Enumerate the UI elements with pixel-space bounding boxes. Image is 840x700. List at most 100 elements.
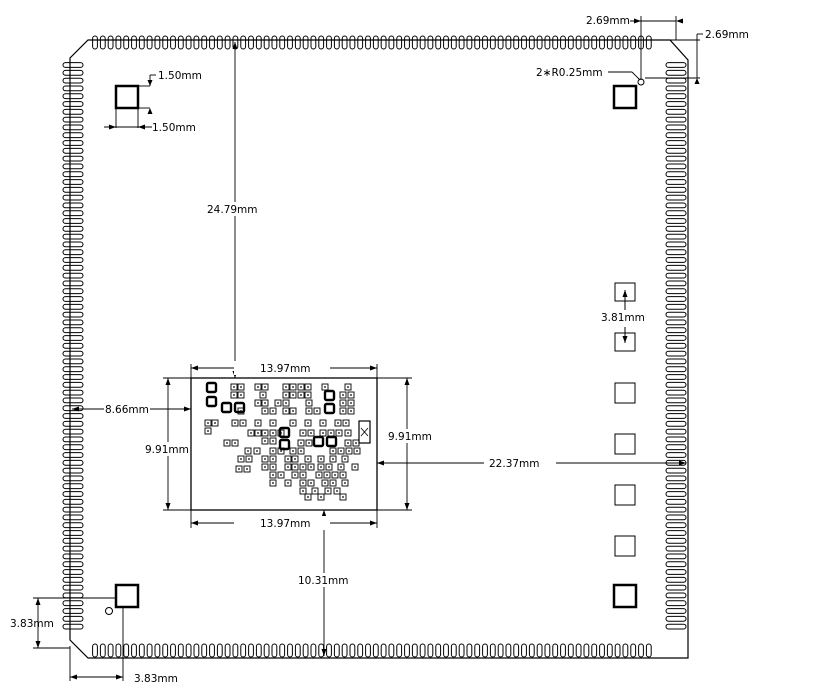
chip-pad-dot-40 (272, 422, 274, 424)
pin-top-27 (302, 35, 309, 50)
pin-bottom-53 (505, 643, 512, 658)
pin-left-29 (62, 288, 84, 295)
pin-bottom-13 (193, 643, 200, 658)
pin-left-50 (62, 452, 84, 458)
dim-label-board-top-to-chip: 24.79mm (207, 204, 258, 216)
chip-pad-97 (243, 465, 251, 473)
pin-left-62 (62, 545, 84, 552)
pin-left-67 (62, 584, 84, 591)
pin-top-26 (294, 35, 301, 50)
pin-left-9 (62, 132, 84, 139)
chip-pad-dot-50 (272, 432, 274, 434)
pin-left-51 (62, 459, 84, 466)
board-outline (69, 39, 689, 659)
chip-pad-dot-92 (320, 466, 322, 468)
pin-bottom-14 (201, 643, 208, 658)
pin-right-61 (665, 537, 687, 544)
pin-bottom-59 (552, 643, 559, 658)
pin-top-11 (177, 35, 184, 50)
pin-top-34 (357, 35, 364, 50)
pin-top-55 (521, 35, 527, 50)
chip-pad-dot-93 (328, 466, 330, 468)
pin-bottom-69 (630, 643, 637, 658)
chip-pad-dot-101 (302, 474, 304, 476)
pin-left-64 (62, 561, 84, 568)
pin-right-4 (665, 93, 687, 100)
chip-pad-5 (289, 383, 297, 391)
pin-left-21 (62, 225, 84, 232)
pin-top-30 (326, 35, 332, 50)
pin-left-68 (62, 592, 84, 599)
pin-top-63 (583, 35, 590, 50)
pin-right-44 (665, 405, 687, 412)
pin-top-15 (209, 35, 215, 50)
chip-pad-52 (299, 429, 307, 437)
pin-left-23 (62, 241, 84, 248)
pin-left-27 (62, 272, 84, 279)
pin-left-69 (62, 600, 84, 607)
chip-pad-101 (299, 471, 307, 479)
chip-pad-64 (344, 439, 352, 447)
pin-left-15 (62, 179, 84, 185)
chip-pad-dot-87 (272, 466, 274, 468)
chip-pad-4 (282, 383, 290, 391)
pin-bottom-5 (131, 643, 137, 658)
pin-row-bottom (92, 643, 652, 658)
pin-right-7 (665, 116, 687, 123)
chip-pad-dot-0 (233, 386, 235, 388)
chip-pad-dot-79 (272, 458, 274, 460)
pin-top-51 (489, 35, 496, 50)
chip-pad-50 (269, 429, 277, 437)
pin-bottom-1 (99, 643, 106, 658)
pin-bottom-58 (544, 643, 551, 658)
chip-pad-70 (289, 447, 297, 455)
chip-pad-71 (297, 447, 305, 455)
chip-pad-dot-108 (302, 482, 304, 484)
pin-bottom-61 (567, 643, 574, 658)
chip-pad-117 (304, 493, 312, 501)
chip-pad-14 (289, 391, 297, 399)
pin-right-13 (665, 163, 687, 170)
chip-pad-dot-42 (307, 422, 309, 424)
chip-pad-dot-71 (300, 450, 302, 452)
pin-bottom-36 (372, 643, 379, 658)
pin-right-30 (665, 296, 687, 302)
chip-pad-15 (297, 391, 305, 399)
chip-pad-36 (211, 419, 219, 427)
pin-right-12 (665, 155, 687, 162)
pin-bottom-50 (482, 643, 488, 658)
chip-pad-dot-65 (355, 442, 357, 444)
pin-top-14 (201, 35, 208, 50)
pin-left-19 (62, 210, 84, 217)
chip-pad-37 (231, 419, 239, 427)
pin-left-46 (62, 420, 84, 427)
chip-pad-dot-115 (327, 490, 329, 492)
chip-pad-88 (284, 463, 292, 471)
pin-bottom-7 (146, 643, 153, 658)
pin-top-16 (216, 35, 223, 50)
pin-top-1 (99, 35, 106, 50)
pin-right-55 (665, 491, 687, 497)
pin-bottom-9 (162, 643, 169, 658)
chip-pad-110 (321, 479, 329, 487)
pin-top-12 (185, 35, 192, 50)
pin-bottom-32 (341, 643, 348, 658)
chip-pad-45 (342, 419, 350, 427)
chip-pad-dot-64 (347, 442, 349, 444)
pin-top-9 (162, 35, 169, 50)
pin-right-66 (665, 576, 687, 583)
chip-pad-dot-63 (308, 442, 310, 444)
chip-pad-108 (299, 479, 307, 487)
chip-pad-33 (339, 407, 347, 415)
dim-label-left-to-chip: 8.66mm (105, 404, 149, 416)
pin-bottom-0 (92, 643, 98, 658)
pin-right-0 (665, 62, 687, 68)
chip-pad-102 (315, 471, 323, 479)
chip-pad-dot-37 (234, 422, 236, 424)
pin-right-72 (665, 623, 687, 630)
chip-pad-57 (344, 429, 352, 437)
chip-pad-dot-46 (207, 430, 209, 432)
pin-top-13 (193, 35, 200, 50)
chip-pad-21 (274, 399, 282, 407)
chip-pad-111 (329, 479, 337, 487)
